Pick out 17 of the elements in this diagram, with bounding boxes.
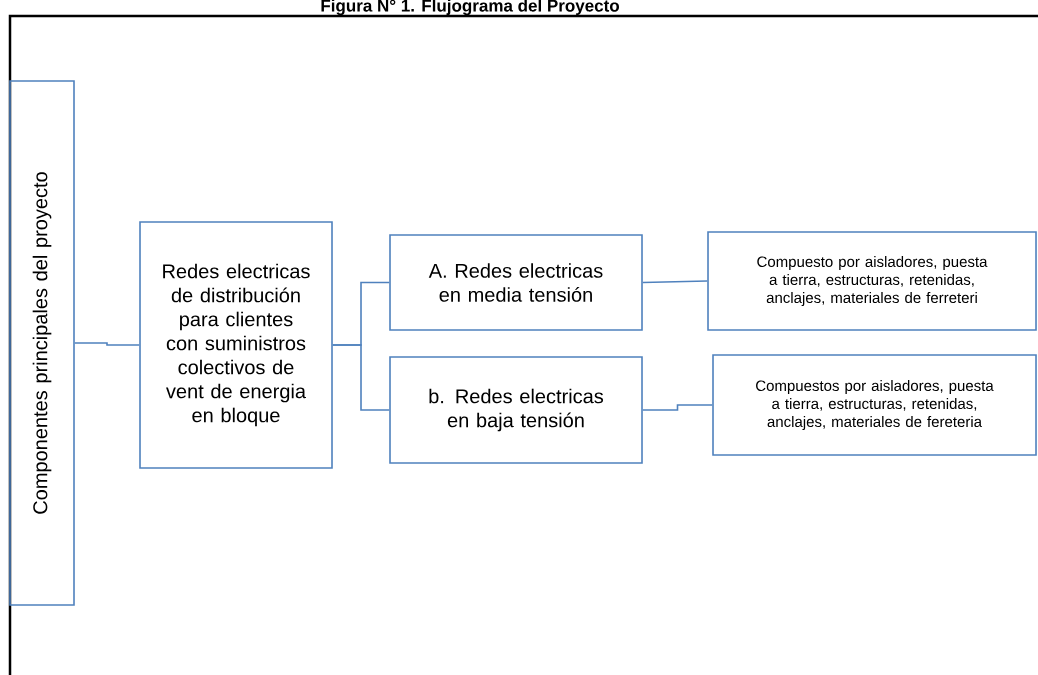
- box-text: Redes electricas de distribución para clientes con suministros colectivos de vent de energia en bloque: [163, 263, 310, 427]
- process-box: [389, 356, 643, 464]
- connector-line: [642, 280, 708, 284]
- box-text: b. Redes electricas en baja tensión: [429, 388, 604, 432]
- process-box: [139, 221, 333, 469]
- box-text: A. Redes electricas en media tensión: [428, 263, 603, 302]
- process-box: [389, 234, 643, 331]
- process-box: [707, 231, 1037, 331]
- connector-line: [74, 342, 140, 346]
- title: Figura N° 1. Flujograma del Proyecto: [321, 0, 619, 16]
- process-box: [9, 80, 75, 606]
- box-text: Compuesto por aisladores, puesta a tierra, estructuras, retenidas, anclajes, materiales de ferreteri: [757, 256, 988, 306]
- process-box: [712, 354, 1037, 456]
- connector-line: [332, 344, 390, 411]
- box-text: Componentes principales del proyecto: [32, 172, 52, 514]
- box-text: Compuestos por aisladores, puesta a tierra, estructuras, retenidas, anclajes, materiales de fereteria: [756, 380, 994, 430]
- connector-line: [642, 404, 713, 411]
